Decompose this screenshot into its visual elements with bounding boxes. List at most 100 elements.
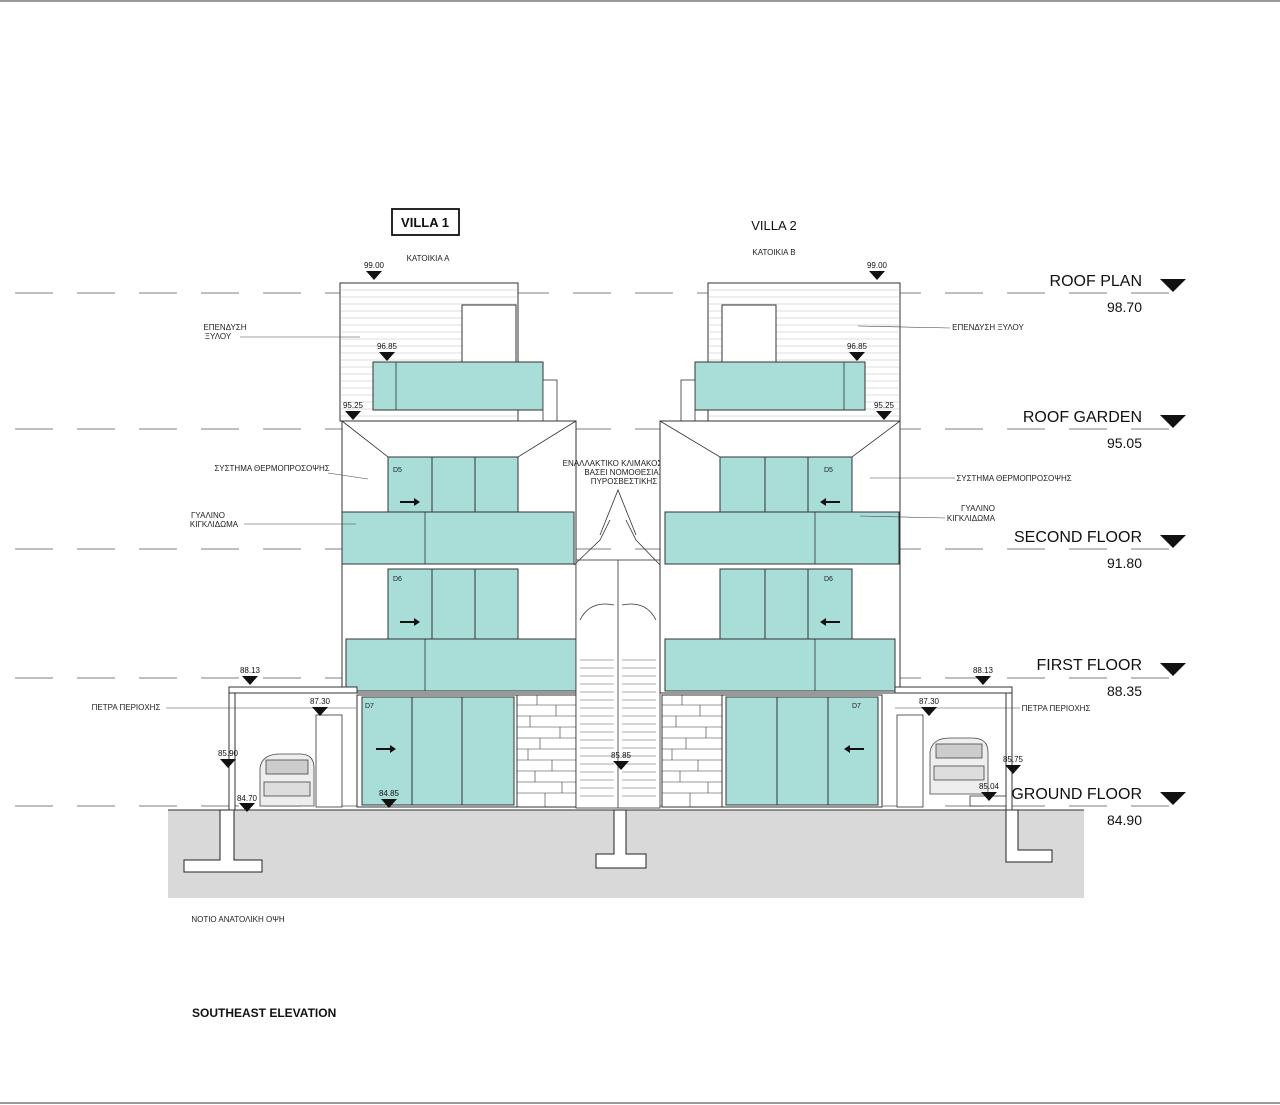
annotation-thermal-facade: ΣΥΣΤΗΜΑ ΘΕΡΜΟΠΡΟΣΟΨΗΣ xyxy=(956,474,1071,483)
villa-2-railing-second xyxy=(664,511,900,565)
annotation-thermal-facade: ΣΥΣΤΗΜΑ ΘΕΡΜΟΠΡΟΣΟΨΗΣ xyxy=(214,464,329,473)
stair-note-leader xyxy=(599,488,637,536)
leader-line xyxy=(857,325,951,329)
level-marker-icon xyxy=(1160,535,1186,548)
elevation-marker-icon xyxy=(869,271,885,280)
level-marker-icon xyxy=(1160,415,1186,428)
annotation-local-stone: ΠΕΤΡΑ ΠΕΡΙΟΧΗΣ xyxy=(1022,704,1091,713)
villa-1-door-d6 xyxy=(387,568,519,640)
villa-2-door-d6 xyxy=(719,568,853,640)
stair-note-line: ΕΝΑΛΛΑΚΤΙΚΟ ΚΛΙΜΑΚΟΣΤΑΣΙΟ xyxy=(563,459,686,468)
door-label: D5 xyxy=(393,467,402,474)
level-marker-icon xyxy=(1160,792,1186,805)
door-label: D7 xyxy=(365,703,374,710)
villa-2-roof-parapet xyxy=(680,379,696,422)
slide-arrow-icon xyxy=(376,745,396,753)
villa-1: VILLA 1 ΚΑΤΟΙΚΙΑ Α D5 xyxy=(228,208,577,811)
level-name: SECOND FLOOR xyxy=(1014,529,1142,546)
villa-2-door-d5 xyxy=(719,456,853,513)
villa-2-subtitle: ΚΑΤΟΙΚΙΑ Β xyxy=(752,248,795,257)
villa-1-railing-first xyxy=(345,638,577,692)
elevation-marker-icon xyxy=(849,352,865,361)
villa-2-roof-door xyxy=(721,304,777,366)
villa-1-roof-door xyxy=(461,304,517,366)
elevation-marker-icon xyxy=(242,676,258,685)
villa-1-door-d5 xyxy=(387,456,519,513)
villa-2-stone-wall xyxy=(661,694,723,808)
elevation-label: 95.25 xyxy=(874,401,895,410)
leader-line xyxy=(327,472,369,480)
elevation-marker-icon xyxy=(345,411,361,420)
foundations xyxy=(183,809,1053,873)
stair-rail-left xyxy=(573,519,611,566)
elevation-marker-icon xyxy=(613,761,629,770)
villa-2-carport-post xyxy=(1005,692,1013,811)
level-value: 84.90 xyxy=(1107,812,1142,828)
annotations: ΕΠΕΝΔΥΣΗ ΞΥΛΟΥ ΕΠΕΝΔΥΣΗ ΞΥΛΟΥ ΣΥΣΤΗΜΑ ΘΕ… xyxy=(92,323,1091,713)
elevation-marker-icon xyxy=(921,707,937,716)
stair-rail-right xyxy=(625,519,661,566)
villa-1-carport-roof xyxy=(228,686,358,694)
elevation-marker-icon xyxy=(381,799,397,808)
annotation-wood-cladding: ΕΠΕΝΔΥΣΗ ΞΥΛΟΥ xyxy=(952,323,1024,332)
slide-arrow-icon xyxy=(844,745,864,753)
drawing-title: SOUTHEAST ELEVATION xyxy=(192,1006,336,1020)
villa-2-door-d7 xyxy=(725,696,879,806)
level-marker-icon xyxy=(1160,663,1186,676)
annotation-glass-railing: ΓΥΑΛΙΝΟ xyxy=(961,504,995,513)
elevation-label: 84.85 xyxy=(379,789,400,798)
stair-note-line: ΒΑΣΕΙ ΝΟΜΟΘΕΣΙΑΣ xyxy=(584,468,663,477)
villa-1-car xyxy=(259,753,315,807)
villa-1-carport-wall xyxy=(315,714,343,808)
elevation-label: 99.00 xyxy=(364,261,385,270)
villa-2-title: VILLA 2 xyxy=(751,218,797,233)
elevation-label: 87.30 xyxy=(310,697,331,706)
villa-1-door-d7 xyxy=(361,696,515,806)
foundation-right xyxy=(1005,809,1053,863)
annotation-wood-cladding: ΕΠΕΝΔΥΣΗ xyxy=(203,323,246,332)
slide-arrow-icon xyxy=(400,618,420,626)
elevation-label: 96.85 xyxy=(847,342,868,351)
slide-arrow-icon xyxy=(820,618,840,626)
elevation-marker-icon xyxy=(876,411,892,420)
stair-arch-right xyxy=(621,603,657,621)
central-staircase xyxy=(573,488,661,809)
elevation-marker-icon xyxy=(312,707,328,716)
level-value: 95.05 xyxy=(1107,435,1142,451)
elevation-label: 85.75 xyxy=(1003,755,1024,764)
level-value: 98.70 xyxy=(1107,299,1142,315)
elevation-label: 85.85 xyxy=(611,751,632,760)
foundation-center xyxy=(595,809,647,869)
villa-2-car xyxy=(929,737,989,795)
elevation-label: 96.85 xyxy=(377,342,398,351)
caption-greek: ΝΟΤΙΟ ΑΝΑΤΟΛΙΚΗ ΟΨΗ xyxy=(191,915,285,924)
level-name: GROUND FLOOR xyxy=(1011,786,1142,803)
elevation-marker-icon xyxy=(379,352,395,361)
elevation-marker-icon xyxy=(366,271,382,280)
villa-1-title-box xyxy=(391,208,460,236)
elevation-label: 84.70 xyxy=(237,794,258,803)
villa-1-title: VILLA 1 xyxy=(401,215,449,230)
level-name: FIRST FLOOR xyxy=(1037,657,1143,674)
elevation-markers: 99.00 99.00 96.85 96.85 95.25 95.25 88.1… xyxy=(218,261,1024,812)
elevation-label: 99.00 xyxy=(867,261,888,270)
villa-2-railing-first xyxy=(664,638,896,692)
stair-arch-left xyxy=(579,603,615,621)
elevation-marker-icon xyxy=(220,759,236,768)
level-marker-icon xyxy=(1160,279,1186,292)
level-name: ROOF PLAN xyxy=(1050,273,1142,290)
door-label: D7 xyxy=(852,703,861,710)
foundation-left xyxy=(183,809,263,873)
level-value: 91.80 xyxy=(1107,555,1142,571)
elevation-marker-icon xyxy=(975,676,991,685)
annotation-glass-railing: ΚΙΓΚΛΙΔΩΜΑ xyxy=(947,514,996,523)
elevation-marker-icon xyxy=(981,792,997,801)
annotation-glass-railing: ΚΙΓΚΛΙΔΩΜΑ xyxy=(190,520,239,529)
villa-1-roof-parapet xyxy=(542,379,558,422)
villa-2: VILLA 2 ΚΑΤΟΙΚΙΑ Β D5 D xyxy=(659,218,1013,811)
annotation-glass-railing: ΓΥΑΛΙΝΟ xyxy=(191,511,225,520)
annotation-wood-cladding: ΞΥΛΟΥ xyxy=(205,332,232,341)
villa-2-roof-railing xyxy=(694,361,866,411)
villa-1-railing-second xyxy=(341,511,575,565)
